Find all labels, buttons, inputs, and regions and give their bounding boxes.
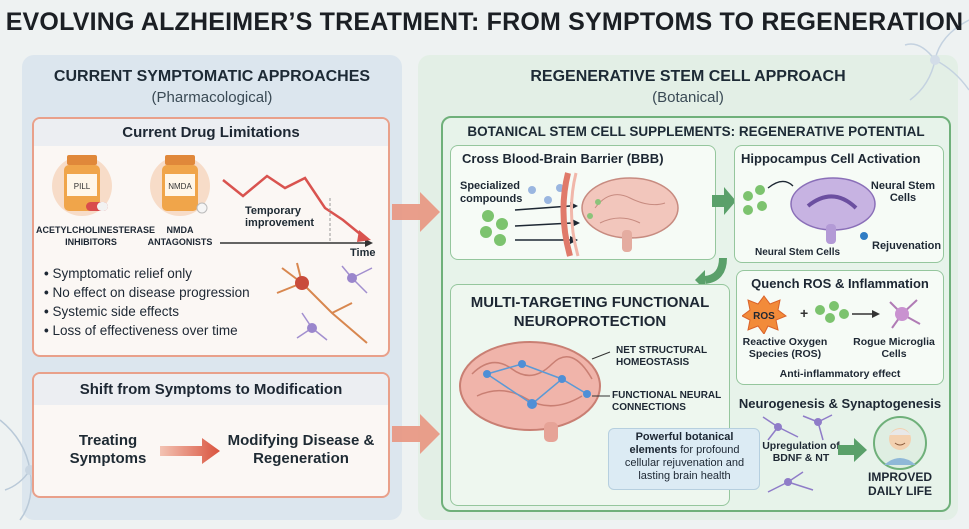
multi-targeting-title: MULTI-TARGETING FUNCTIONAL NEUROPROTECTI…	[470, 294, 710, 330]
drug-limitations-title: Current Drug Limitations	[34, 119, 388, 146]
list-item: Systemic side effects	[44, 302, 284, 321]
neuron-illustration	[276, 262, 373, 344]
left-subheading: (Pharmacological)	[151, 89, 273, 106]
structural-homeostasis-label: NET STRUCTURAL HOMEOSTASIS	[616, 345, 707, 368]
bbb-illustration	[480, 172, 679, 257]
botanical-callout-text: Powerful botanical elements for profound…	[612, 431, 757, 483]
left-heading: CURRENT SYMPTOMATIC APPROACHES	[53, 68, 371, 85]
shift-card-title: Shift from Symptoms to Modification	[34, 374, 388, 405]
botanical-callout	[608, 428, 760, 490]
arrow-to-outcome	[838, 438, 867, 462]
neural-stem-cells-label-right: Neural Stem Cells	[870, 180, 936, 204]
temporary-improvement-label: Temporary improvement	[245, 205, 315, 229]
right-heading: REGENERATIVE STEM CELL APPROACH	[530, 68, 846, 85]
arrow-to-right-bottom	[392, 414, 440, 454]
brain-network-illustration	[459, 341, 611, 442]
bbb-title: Cross Blood-Brain Barrier (BBB)	[462, 151, 664, 166]
functional-connections-label: FUNCTIONAL NEURAL CONNECTIONS	[612, 390, 722, 413]
hippocampus-illustration	[743, 177, 876, 244]
ros-illustration: ROS +	[742, 295, 921, 334]
decor-neuron-right	[904, 19, 969, 101]
neurogenesis-title: Neurogenesis & Synaptogenesis	[738, 396, 942, 411]
ros-badge: ROS	[753, 311, 775, 322]
callout-rest: for profound cellular rejuvenation and l…	[624, 444, 745, 482]
modifying-disease-label: Modifying Disease & Regeneration	[227, 432, 375, 467]
list-item: Symptomatic relief only	[44, 264, 284, 283]
list-item: Loss of effectiveness over time	[44, 321, 284, 340]
bottle2-caption: NMDA ANTAGONISTS	[147, 225, 213, 247]
synapse-illustration	[762, 414, 833, 493]
right-subheading: (Botanical)	[652, 89, 724, 106]
bottle1-label: PILL	[74, 182, 91, 191]
ros-title: Quench ROS & Inflammation	[751, 276, 929, 291]
decline-graph	[220, 174, 373, 247]
bottle2-label: NMDA	[168, 182, 192, 191]
rejuvenation-label: Rejuvenation	[872, 240, 942, 252]
microglia-label: Rogue Microglia Cells	[853, 336, 935, 360]
neural-stem-cells-label: Neural Stem Cells	[755, 247, 841, 258]
callout-bold: Powerful botanical elements	[629, 431, 734, 456]
arrow-to-right-top	[392, 192, 440, 232]
ros-label: Reactive Oxygen Species (ROS)	[742, 336, 828, 360]
graph-axis-time: Time	[350, 247, 376, 259]
bdnf-label: Upregulation of BDNF & NT	[762, 440, 840, 464]
elder-avatar	[873, 416, 927, 470]
list-item: No effect on disease progression	[44, 283, 284, 302]
treating-symptoms-label: Treating Symptoms	[69, 432, 147, 467]
improved-daily-life-label: IMPROVED DAILY LIFE	[867, 470, 932, 498]
specialized-compounds-label: Specialized compounds	[460, 180, 523, 205]
bottle1-caption: ACETYLCHOLINESTERASE INHIBITORS	[36, 225, 156, 247]
hippocampus-title: Hippocampus Cell Activation	[741, 151, 921, 166]
shift-card: Shift from Symptoms to Modification	[32, 372, 390, 498]
anti-inflammatory-label: Anti-inflammatory effect	[779, 368, 901, 380]
page-title: EVOLVING ALZHEIMER’S TREATMENT: FROM SYM…	[5, 8, 964, 36]
svg-text:+: +	[800, 305, 808, 321]
limitations-list: Symptomatic relief only No effect on dis…	[44, 264, 284, 340]
arrow-bbb-to-hippo	[712, 187, 736, 215]
shift-arrow-icon	[160, 438, 220, 464]
botanical-box-title: BOTANICAL STEM CELL SUPPLEMENTS: REGENER…	[467, 124, 925, 139]
pill-bottles-icon: PILL NMDA	[52, 155, 210, 216]
